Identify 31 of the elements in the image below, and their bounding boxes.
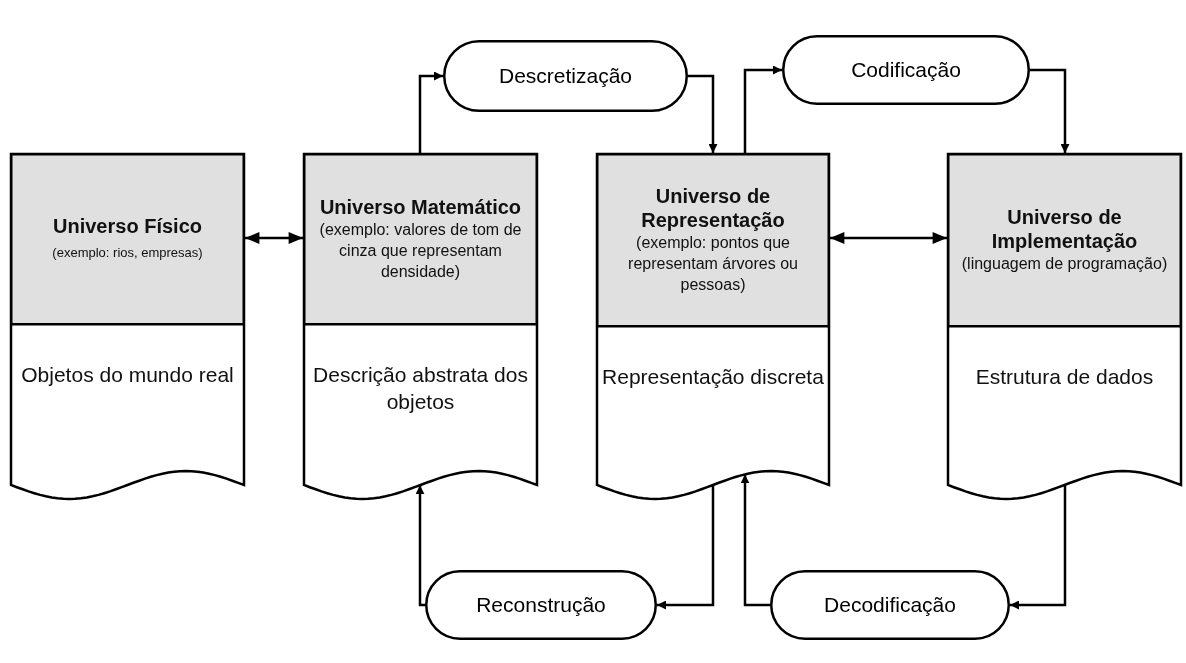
process-label: Decodificação [824, 593, 956, 617]
arrow [418, 71, 443, 153]
description-text: Descrição abstrata dos objetos [312, 362, 529, 415]
example-text: (exemplo: pontos que representam árvores ou pessoas) [627, 232, 799, 295]
arrow [1030, 68, 1070, 153]
document-shape [10, 153, 245, 503]
arrow [415, 485, 425, 607]
arrow [740, 474, 770, 607]
heading: Universo Físico [52, 213, 203, 238]
arrow [830, 232, 947, 244]
document-shape [596, 153, 830, 503]
heading: Universo de Representação [640, 183, 786, 232]
arrow [1010, 484, 1067, 610]
arrow [657, 485, 715, 610]
arrow [245, 232, 303, 244]
process-label: Descretização [498, 64, 633, 88]
process-label: Reconstrução [476, 593, 606, 617]
description-text: Estrutura de dados [974, 364, 1155, 390]
example-text: (linguagem de programação) [960, 253, 1169, 274]
arrow [743, 65, 782, 153]
arrow [688, 74, 718, 153]
example-text: (exemplo: rios, empresas) [51, 243, 204, 262]
example-text: (exemplo: valores de tom de cinza que representam densidade) [318, 219, 523, 282]
description-text: Representação discreta [602, 364, 824, 390]
heading: Universo de Implementação [990, 204, 1139, 253]
document-shape [303, 153, 538, 503]
process-pill [425, 570, 657, 640]
heading: Universo Matemático [318, 194, 523, 219]
description-text: Objetos do mundo real [20, 362, 235, 388]
process-label: Codificação [851, 58, 961, 82]
document-shape [947, 153, 1182, 503]
